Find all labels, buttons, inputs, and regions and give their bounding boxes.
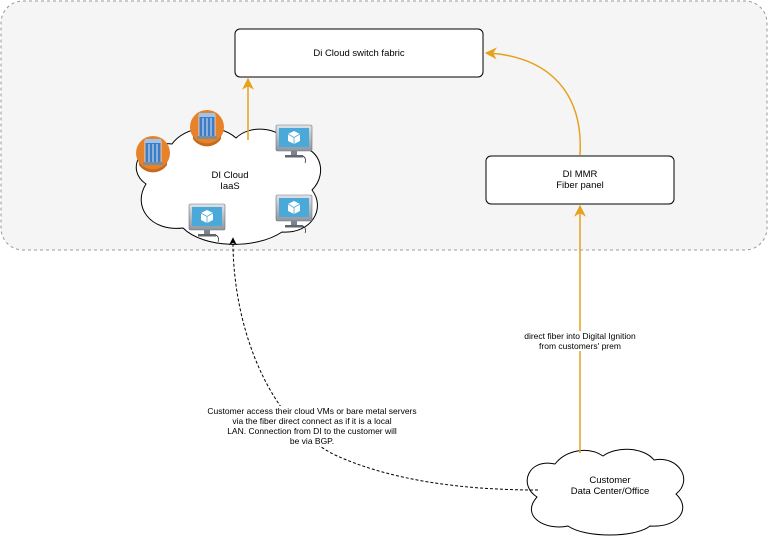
cloud-iaas-label: DI Cloud IaaS bbox=[170, 170, 290, 192]
fiber-label-line-2: from customers' prem bbox=[539, 341, 621, 351]
edge-customer-to-cloud bbox=[228, 237, 539, 491]
mmr-label: DI MMR Fiber panel bbox=[486, 169, 674, 191]
fiber-label-line-1: direct fiber into Digital Ignition bbox=[524, 331, 636, 341]
customer-line-1: Customer bbox=[589, 475, 631, 486]
switch-fabric-text: Di Cloud switch fabric bbox=[313, 47, 405, 59]
access-edge-label: Customer access their cloud VMs or bare … bbox=[196, 406, 428, 446]
monitor-cube-icon bbox=[275, 194, 313, 234]
switch-fabric-label: Di Cloud switch fabric bbox=[235, 29, 483, 77]
mmr-box[interactable] bbox=[485, 155, 675, 205]
cloud-iaas-line-2: IaaS bbox=[220, 181, 240, 192]
di-cloud-shape[interactable] bbox=[135, 127, 322, 245]
monitor-cube-icon bbox=[188, 203, 226, 243]
mmr-line-1: DI MMR bbox=[562, 169, 598, 180]
customer-cloud-shape[interactable] bbox=[526, 448, 685, 536]
customer-line-2: Data Center/Office bbox=[570, 486, 650, 497]
monitor-cube-icon bbox=[275, 124, 313, 164]
customer-label: Customer Data Center/Office bbox=[535, 475, 685, 497]
access-label-line-3: LAN. Connection from DI to the customer … bbox=[227, 426, 397, 436]
access-label-line-1: Customer access their cloud VMs or bare … bbox=[207, 406, 417, 416]
access-label-line-2: via the fiber direct connect as if it is… bbox=[232, 416, 392, 426]
fiber-edge-label: direct fiber into Digital Ignition from … bbox=[520, 331, 640, 351]
switch-fabric-box[interactable] bbox=[234, 28, 484, 78]
edge-mmr-to-fabric bbox=[484, 47, 581, 156]
mmr-line-2: Fiber panel bbox=[556, 180, 604, 191]
server-stack-icon bbox=[136, 136, 170, 173]
cloud-iaas-line-1: DI Cloud bbox=[211, 170, 249, 181]
access-label-line-4: be via BGP. bbox=[289, 436, 335, 446]
server-stack-icon bbox=[190, 110, 224, 147]
